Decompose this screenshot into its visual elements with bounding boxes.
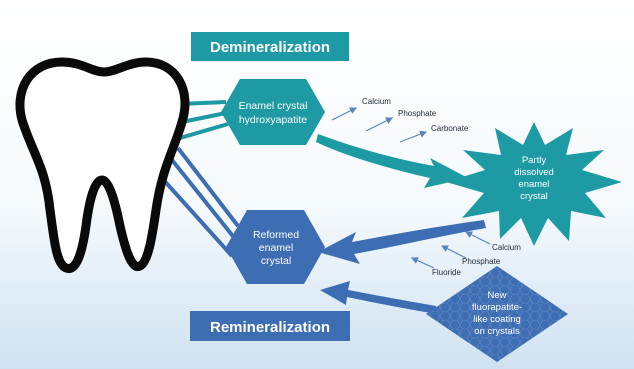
enamel-crystal-hexagon xyxy=(221,79,325,145)
new-coating-line4: on crystals xyxy=(474,326,520,337)
partly-dissolved-line3: enamel xyxy=(518,179,549,190)
remineralization-arrow-upper xyxy=(318,220,486,264)
demineralization-arrow xyxy=(316,134,468,188)
partly-dissolved-line1: Partly xyxy=(522,155,547,166)
ion-arrow xyxy=(464,231,491,245)
connector-line xyxy=(158,174,234,258)
connector-line xyxy=(179,122,229,140)
remineralization-arrow-lower xyxy=(320,281,436,314)
remin-ion-arrows xyxy=(410,231,491,269)
ion-fluoride-remin: Fluoride xyxy=(432,268,461,277)
partly-dissolved-crystal-starburst xyxy=(446,122,622,246)
enamel-crystal-label-line1: Enamel crystal xyxy=(239,100,308,112)
remineralization-title-box xyxy=(190,311,350,341)
reformed-crystal-hexagon xyxy=(226,210,325,284)
reformed-label-line1: Reformed xyxy=(253,229,299,241)
partly-dissolved-line4: crystal xyxy=(520,191,547,202)
ion-carbonate-demin: Carbonate xyxy=(431,124,469,133)
connector-line xyxy=(170,158,238,242)
new-coating-diamond xyxy=(426,266,568,362)
demineralization-title: Demineralization xyxy=(210,39,330,56)
connector-line xyxy=(176,146,240,228)
demin-ion-arrows xyxy=(331,107,428,143)
new-coating-line1: New xyxy=(487,290,506,301)
new-coating-line2: fluorapatite- xyxy=(472,302,522,313)
tooth-icon xyxy=(15,57,190,273)
reformed-label-line2: enamel xyxy=(259,242,293,254)
ion-arrow xyxy=(399,130,428,143)
enamel-crystal-label-line2: hydroxyapatite xyxy=(239,114,307,126)
ion-phosphate-remin: Phosphate xyxy=(462,257,501,266)
ion-arrow xyxy=(440,245,467,259)
partly-dissolved-line2: dissolved xyxy=(514,167,554,178)
connector-line xyxy=(181,111,227,124)
reformed-label-line3: crystal xyxy=(261,255,291,267)
demineralization-title-box xyxy=(191,32,349,61)
ion-phosphate-demin: Phosphate xyxy=(398,109,437,118)
ion-calcium-demin: Calcium xyxy=(362,97,391,106)
ion-arrow xyxy=(365,117,394,132)
ion-arrow xyxy=(331,107,358,121)
new-coating-line3: like coating xyxy=(473,314,521,325)
ion-arrow xyxy=(410,257,435,269)
ion-calcium-remin: Calcium xyxy=(492,243,521,252)
remineralization-title: Remineralization xyxy=(210,319,330,336)
